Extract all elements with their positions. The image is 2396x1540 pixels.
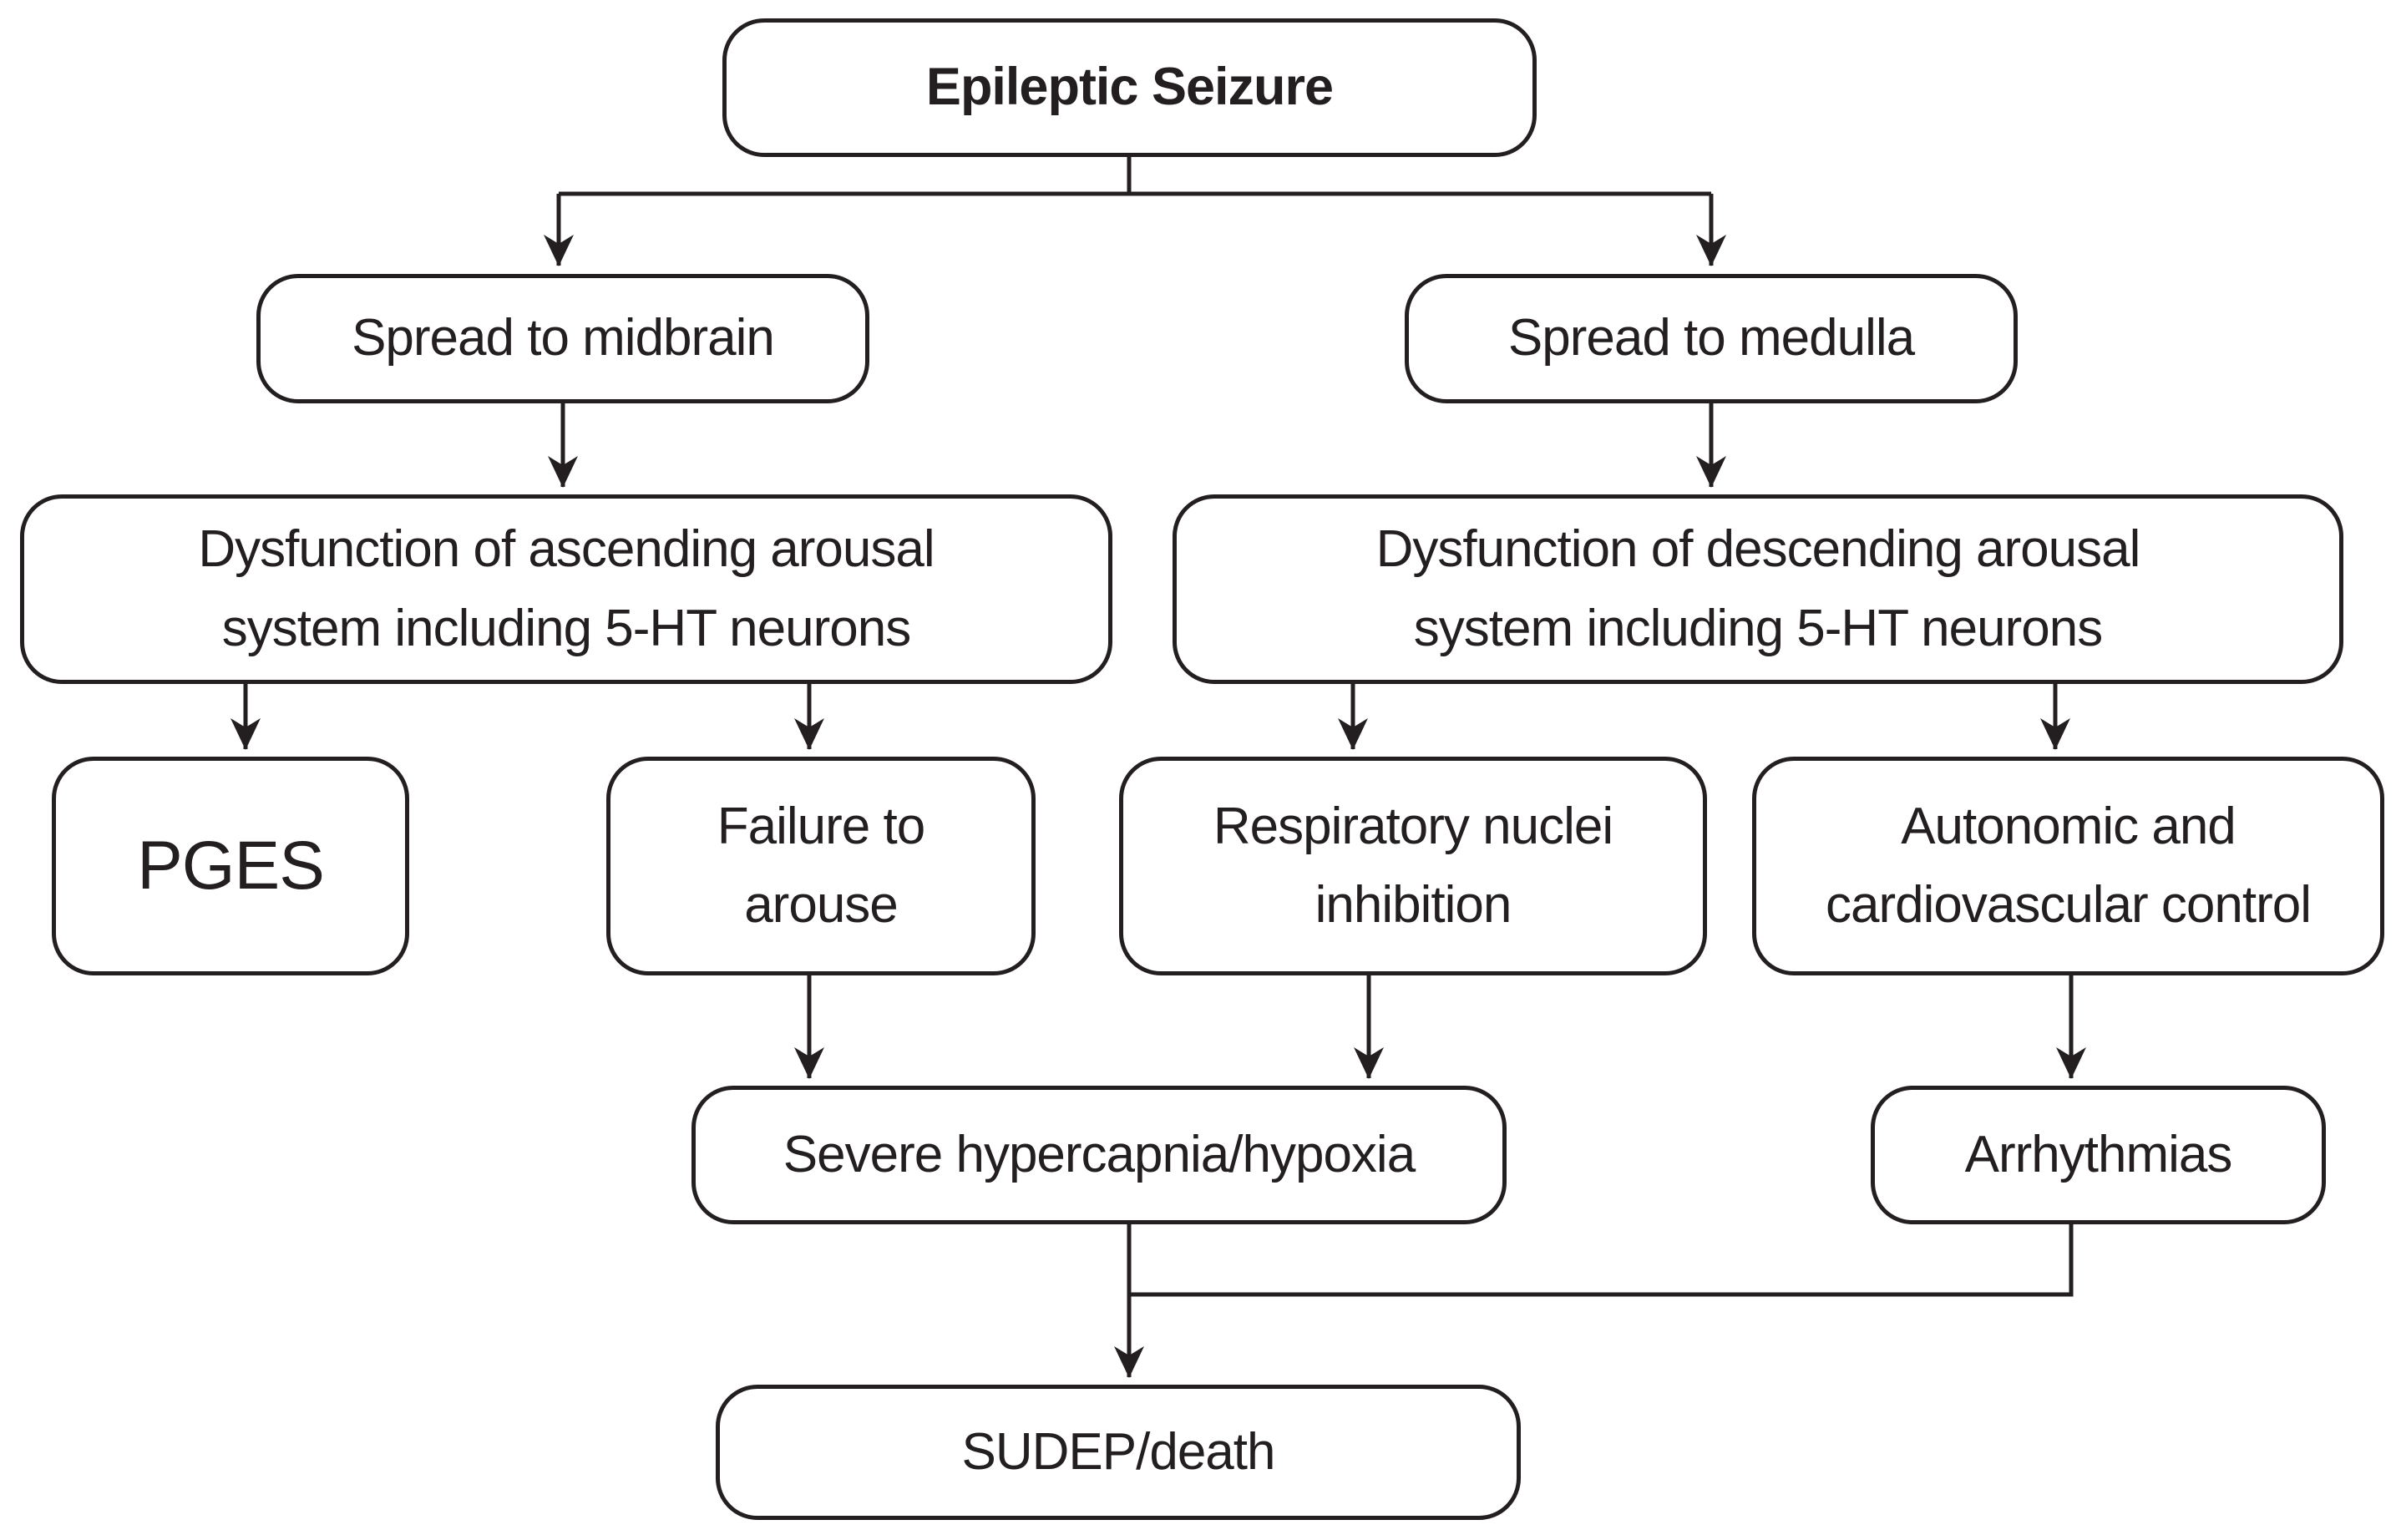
node-epileptic-seizure-label: Epileptic Seizure (925, 58, 1334, 117)
node-autonomic-cardiovascular-control: Autonomic and cardiovascular control (1752, 757, 2384, 975)
node-dysfunction-ascending: Dysfunction of ascending arousal system … (20, 494, 1112, 684)
node-spread-to-midbrain-label: Spread to midbrain (352, 309, 775, 367)
node-severe-hypercapnia-hypoxia-label: Severe hypercapnia/hypoxia (783, 1125, 1416, 1183)
node-pges-label: PGES (137, 827, 325, 904)
node-respiratory-nuclei-inhibition: Respiratory nuclei inhibition (1119, 757, 1707, 975)
node-spread-to-medulla-label: Spread to medulla (1507, 309, 1915, 367)
node-dysfunction-descending: Dysfunction of descending arousal system… (1173, 494, 2343, 684)
node-sudep-death-label: SUDEP/death (961, 1422, 1276, 1481)
node-spread-to-midbrain: Spread to midbrain (256, 274, 869, 403)
node-epileptic-seizure: Epileptic Seizure (722, 18, 1537, 157)
node-autonomic-cardiovascular-control-label: Autonomic and cardiovascular control (1825, 797, 2312, 934)
node-arrhythmias-label: Arrhythmias (1964, 1125, 2233, 1183)
node-spread-to-medulla: Spread to medulla (1405, 274, 2018, 403)
node-dysfunction-ascending-label: Dysfunction of ascending arousal system … (198, 520, 935, 657)
edge-arrhythmias-elbow (1129, 1224, 2074, 1297)
node-failure-to-arouse-label: Failure to arouse (717, 797, 925, 934)
node-respiratory-nuclei-inhibition-label: Respiratory nuclei inhibition (1213, 797, 1613, 934)
node-sudep-death: SUDEP/death (716, 1385, 1521, 1520)
node-pges: PGES (52, 757, 409, 975)
node-failure-to-arouse: Failure to arouse (606, 757, 1036, 975)
node-severe-hypercapnia-hypoxia: Severe hypercapnia/hypoxia (691, 1086, 1507, 1224)
node-dysfunction-descending-label: Dysfunction of descending arousal system… (1375, 520, 2141, 657)
node-arrhythmias: Arrhythmias (1871, 1086, 2326, 1224)
